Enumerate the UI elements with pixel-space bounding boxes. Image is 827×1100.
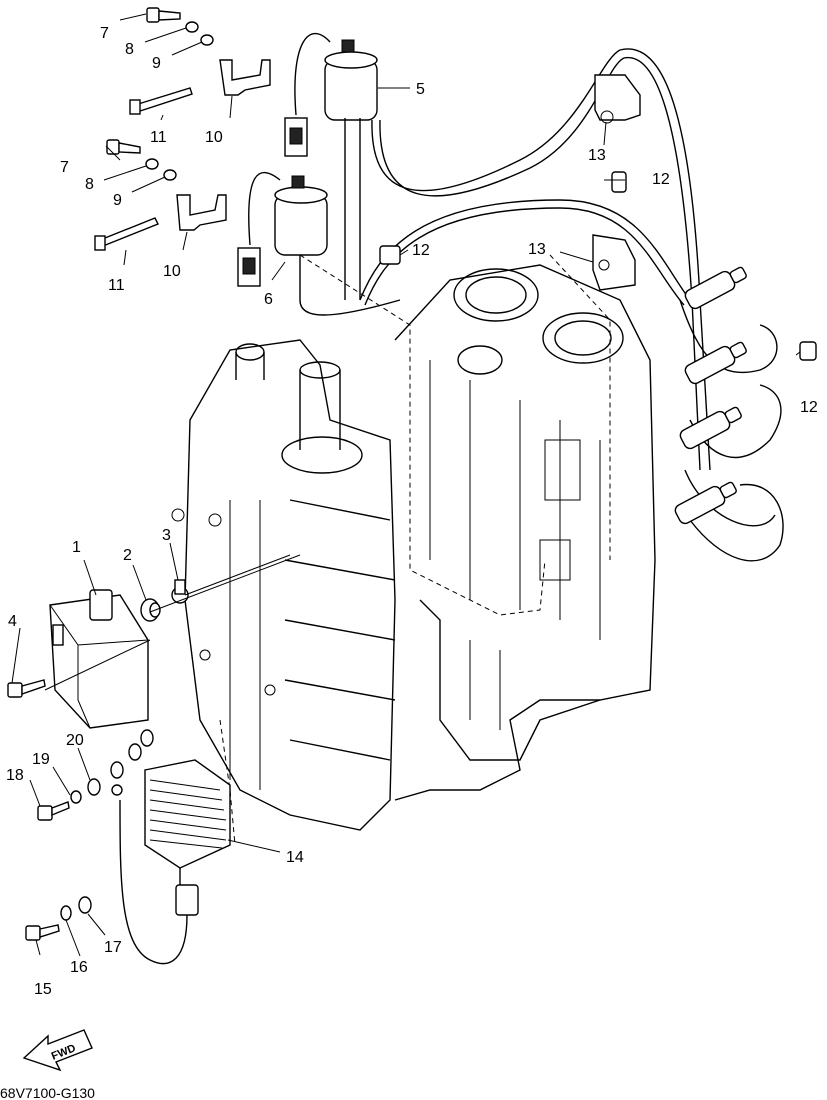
callout-8-lower: 8: [85, 176, 94, 193]
callout-14: 14: [286, 849, 304, 866]
diagram-code: 68V7100-G130: [0, 1085, 95, 1100]
callout-4: 4: [8, 613, 17, 630]
callout-11-upper: 11: [150, 129, 167, 146]
callout-leader-lines: [11, 13, 801, 957]
engine-block-drawing: [171, 264, 656, 831]
cord-holder-13-upper: [594, 74, 641, 124]
callout-8-upper: 8: [125, 41, 134, 58]
collar-3: [171, 579, 189, 604]
bracket-10-lower: [176, 194, 227, 231]
callout-13-lower: 13: [528, 241, 546, 258]
rectifier-regulator: [111, 759, 231, 965]
callout-7-upper: 7: [100, 25, 109, 42]
callout-19: 19: [32, 751, 50, 768]
dashed-install-lines: [219, 254, 611, 846]
cable-tie-11: [94, 87, 193, 251]
cord-clamp-12: [379, 171, 817, 361]
cdi-unit: [49, 589, 149, 729]
bolt-4: [7, 679, 46, 698]
callout-18: 18: [6, 767, 24, 784]
callout-12-middle: 12: [412, 242, 430, 259]
callout-11-lower: 11: [108, 277, 125, 294]
spark-plug-cords: [359, 48, 784, 562]
callout-3: 3: [162, 527, 171, 544]
callout-12-upper: 12: [652, 171, 670, 188]
callout-10-lower: 10: [163, 263, 181, 280]
callout-numbers: 1 2 3 4 5 6 7 7 8 8 9 9 10 10 11 11 12 1…: [6, 25, 818, 998]
ignition-coil-upper: [284, 32, 378, 300]
forward-direction-arrow: FWD: [22, 1029, 93, 1072]
callout-1: 1: [72, 539, 81, 556]
callout-16: 16: [70, 959, 88, 976]
cord-holder-13-lower: [592, 234, 636, 291]
bracket-10-upper: [219, 59, 271, 96]
callout-9-upper: 9: [152, 55, 161, 72]
bolts-and-washers-7-8-9: [106, 7, 214, 181]
callout-10-upper: 10: [205, 129, 223, 146]
callout-2: 2: [123, 547, 132, 564]
callout-20: 20: [66, 732, 84, 749]
callout-13-upper: 13: [588, 147, 606, 164]
callout-9-lower: 9: [113, 192, 122, 209]
bolts-and-washers-15-20: [25, 729, 154, 941]
callout-15: 15: [34, 981, 52, 998]
callout-12-right: 12: [800, 399, 818, 416]
ignition-coil-lower: [237, 171, 401, 316]
callout-5: 5: [416, 81, 425, 98]
grommet-2: [140, 598, 161, 622]
callout-17: 17: [104, 939, 122, 956]
callout-6: 6: [264, 291, 273, 308]
callout-7-lower: 7: [60, 159, 69, 176]
